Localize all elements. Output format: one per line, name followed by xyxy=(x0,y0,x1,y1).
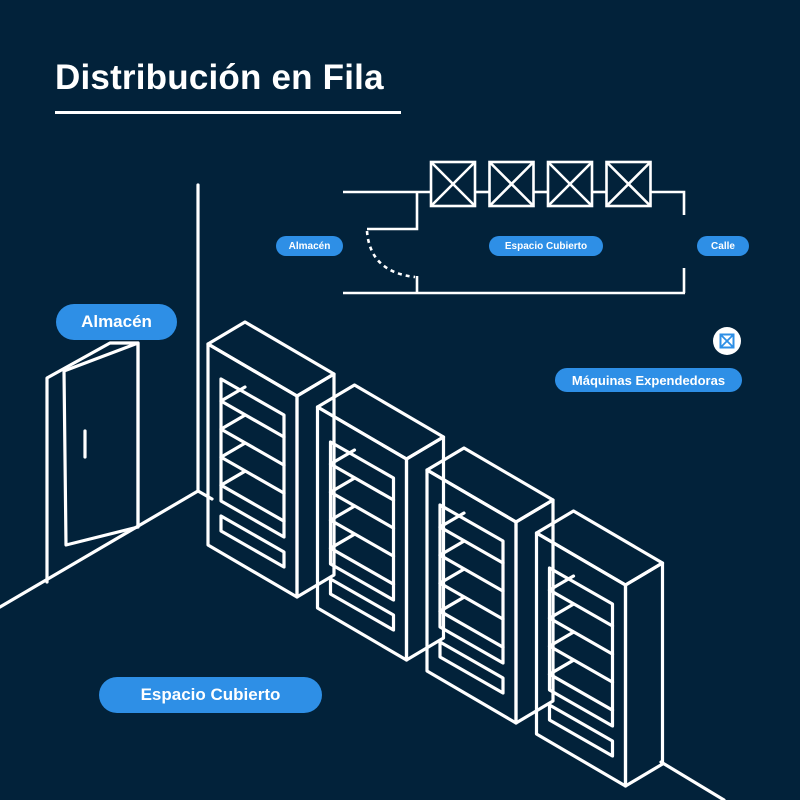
plan-wall-top-right xyxy=(650,190,686,215)
machine-side xyxy=(295,372,336,599)
label-covered-space: Espacio Cubierto xyxy=(99,677,322,713)
machine-shelf xyxy=(438,595,505,649)
plan-door-swing xyxy=(365,230,416,279)
plan-label-covered-space: Espacio Cubierto xyxy=(489,236,603,256)
door-panel xyxy=(62,341,140,547)
machine-shelf xyxy=(438,511,505,565)
machine-shelf xyxy=(328,476,396,530)
vending-machine xyxy=(315,383,446,662)
page-title: Distribución en Fila xyxy=(55,58,384,97)
plan-wall-storage xyxy=(367,192,419,231)
door-frame xyxy=(45,341,140,584)
machine-dispenser-slot xyxy=(547,703,615,758)
plan-vending-machine xyxy=(546,160,594,208)
machine-window xyxy=(219,377,286,539)
plan-vending-machine xyxy=(488,160,535,208)
machine-side xyxy=(514,498,555,725)
machine-side xyxy=(623,561,665,788)
machine-dispenser-slot xyxy=(328,577,396,632)
plan-label-storage: Almacén xyxy=(276,236,343,256)
floor-edge-right xyxy=(196,489,214,501)
machine-shelf xyxy=(328,504,396,558)
storage-door xyxy=(45,341,140,584)
machine-dispenser-slot xyxy=(219,514,286,569)
machine-window xyxy=(547,566,615,728)
floor-edge-far-right xyxy=(659,760,726,800)
machine-shelf xyxy=(547,574,615,628)
plan-label-street: Calle xyxy=(697,236,749,256)
machine-shelf xyxy=(219,441,286,495)
machine-shelf xyxy=(219,413,286,467)
machine-window xyxy=(438,503,505,665)
machine-shelf xyxy=(219,469,286,523)
machine-window xyxy=(328,440,396,602)
legend-label-vending-machines: Máquinas Expendedoras xyxy=(555,368,742,392)
machine-side xyxy=(404,435,446,662)
machine-shelf xyxy=(438,567,505,621)
title-underline xyxy=(55,111,401,114)
vending-machine xyxy=(425,446,555,725)
plan-vending-machine xyxy=(605,160,652,208)
machine-shelf xyxy=(328,532,396,586)
plan-vending-machine xyxy=(429,160,477,208)
machine-shelf xyxy=(547,630,615,684)
machine-shelf xyxy=(547,658,615,712)
label-storage: Almacén xyxy=(56,304,177,340)
machine-shelf xyxy=(219,385,286,439)
vending-machine xyxy=(206,320,336,599)
floor-plan xyxy=(343,160,686,295)
crossed-box-icon xyxy=(713,327,741,355)
machine-shelf xyxy=(438,539,505,593)
machine-shelf xyxy=(547,602,615,656)
machine-shelf xyxy=(328,448,396,502)
vending-machine xyxy=(534,509,665,788)
floor-edge-left xyxy=(0,489,200,609)
machine-dispenser-slot xyxy=(438,640,505,695)
